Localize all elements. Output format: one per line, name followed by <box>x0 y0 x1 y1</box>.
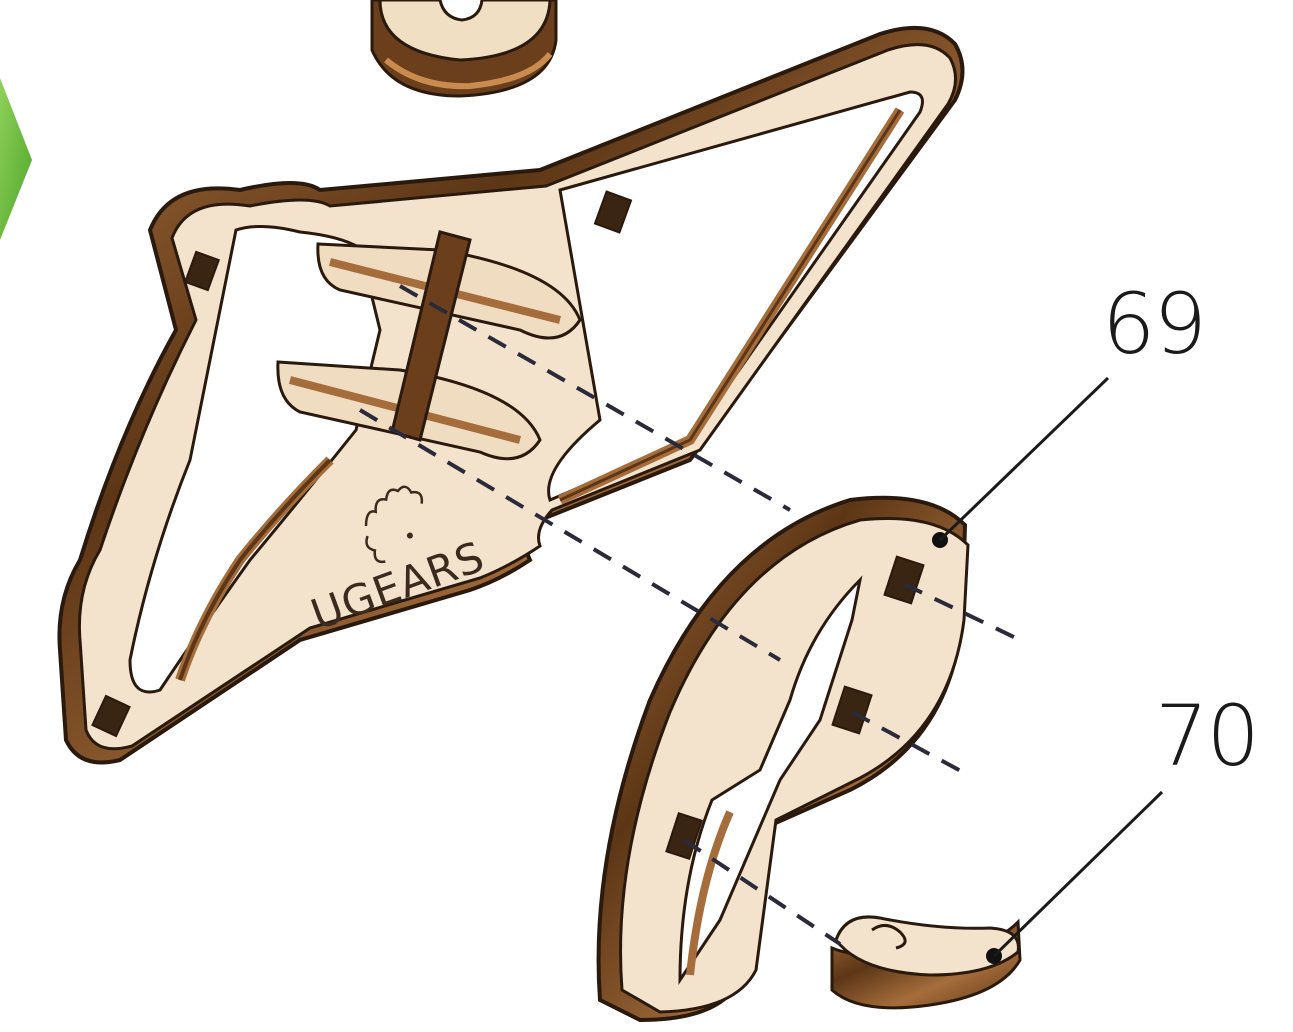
top-washer-part <box>372 0 556 96</box>
part-number-70: 70 <box>1155 694 1258 778</box>
part-number-69: 69 <box>1102 282 1205 366</box>
part-70 <box>832 917 1020 1008</box>
next-step-arrow-icon[interactable] <box>0 78 32 240</box>
leader-line-70 <box>994 792 1162 956</box>
leader-line-69 <box>940 378 1108 540</box>
